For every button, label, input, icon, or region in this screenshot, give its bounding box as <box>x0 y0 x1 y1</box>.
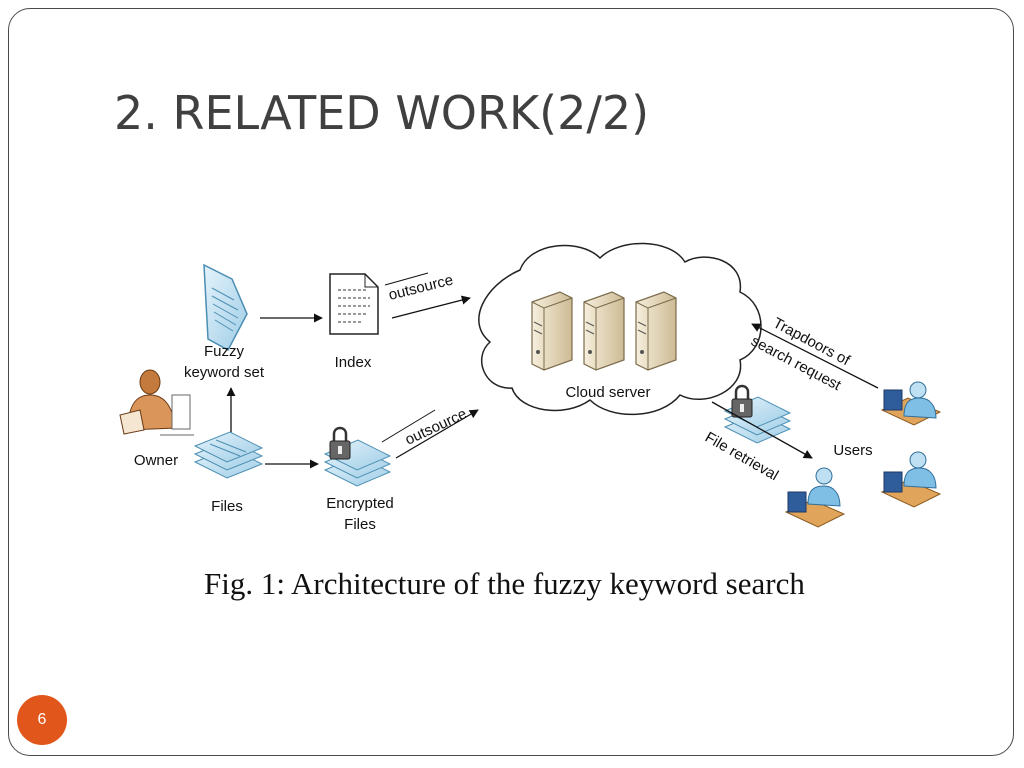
arrow-outsource-index <box>391 295 471 319</box>
owner-label: Owner <box>134 452 178 469</box>
slide-title: 2. RELATED WORK(2/2) <box>114 86 650 140</box>
server-icon-2 <box>583 291 625 371</box>
files-label: Files <box>211 498 243 515</box>
owner-person-icon <box>119 369 194 436</box>
fuzzy-keyword-set-label: Fuzzy <box>204 343 245 360</box>
server-icon <box>531 291 573 371</box>
architecture-diagram: Fuzzy keyword set Index outsource <box>119 242 942 533</box>
outsource-index-label: outsource <box>387 271 455 303</box>
files-stack-icon <box>193 431 264 479</box>
user-icon-3 <box>784 467 846 528</box>
outsource-files-label: outsource <box>403 405 470 448</box>
page-number-badge: 6 <box>17 695 67 745</box>
fuzzy-keyword-set-label-2: keyword set <box>184 364 265 381</box>
fuzzy-keyword-set-icon <box>203 263 248 352</box>
users-label: Users <box>833 442 872 459</box>
arrow-trapdoors <box>751 323 879 389</box>
lock-icon <box>329 426 351 460</box>
index-document-icon <box>329 273 379 335</box>
retrieved-lock-icon <box>731 384 753 418</box>
encrypted-files-label: Encrypted <box>326 495 394 512</box>
arrow-outsource-files <box>395 409 479 459</box>
encrypted-files-label-2: Files <box>344 516 376 533</box>
arrow-file-retrieval <box>711 401 813 459</box>
user-icon <box>880 381 942 426</box>
cloud-server-label: Cloud server <box>565 384 650 401</box>
figure-caption: Fig. 1: Architecture of the fuzzy keywor… <box>204 566 805 601</box>
user-icon-2 <box>880 451 942 508</box>
server-icon-3 <box>635 291 677 371</box>
index-label: Index <box>335 354 372 371</box>
